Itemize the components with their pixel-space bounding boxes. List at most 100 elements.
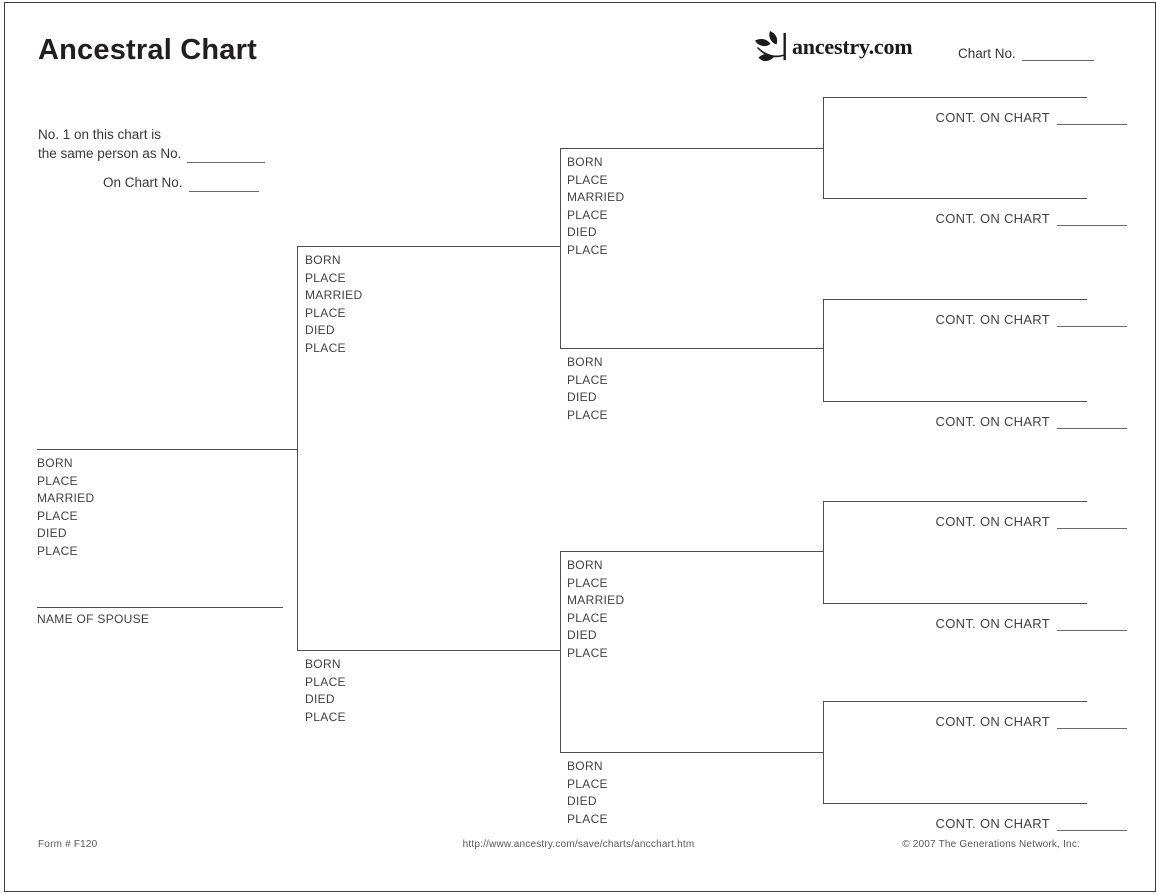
field-label: MARRIED [567,190,625,204]
field-label: PLACE [567,776,608,791]
person-1-line [37,449,297,450]
cont-blank [1057,713,1127,729]
cont-line-5 [823,501,1087,502]
cont-on-chart-7: CONT. ON CHART [936,713,1127,729]
page-border [4,2,1156,892]
field-label: DIED [567,390,597,404]
field-label: DIED [305,323,335,337]
field-label: BORN [305,253,341,267]
cont-on-chart-8: CONT. ON CHART [936,815,1127,831]
cont-blank [1057,413,1127,429]
cont-on-chart-4: CONT. ON CHART [936,413,1127,429]
field-label: DIED [567,628,597,642]
note-line-1: No. 1 on this chart is [38,125,161,144]
field-label: BORN [37,456,73,470]
field-label: PLACE [567,610,608,625]
cont-label: CONT. ON CHART [935,110,1050,125]
chart-no-label: Chart No. [958,46,1016,61]
field-label: PLACE [37,473,78,488]
person-4-line [560,148,823,149]
gen4-bracket-2 [823,299,824,402]
cont-line-7 [823,701,1087,702]
field-label: MARRIED [37,491,95,505]
cont-label: CONT. ON CHART [935,414,1050,429]
cont-line-3 [823,299,1087,300]
footer-form-number: Form # F120 [38,839,98,850]
page-title: Ancestral Chart [38,34,257,66]
cont-blank [1057,109,1127,125]
field-label: MARRIED [305,288,363,302]
person-7-fields: BORN PLACE DIED PLACE [567,758,608,828]
note-line-2: the same person as No. [38,144,266,163]
field-label: PLACE [567,207,608,222]
note-line-1-text: No. 1 on this chart is [38,127,162,142]
cont-blank [1057,210,1127,226]
cont-label: CONT. ON CHART [935,312,1050,327]
cont-label: CONT. ON CHART [935,211,1050,226]
person-5-fields: BORN PLACE DIED PLACE [567,354,608,424]
cont-on-chart-2: CONT. ON CHART [936,210,1127,226]
cont-line-6 [823,603,1087,604]
field-label: PLACE [567,172,608,187]
gen3-top-bracket [560,148,561,349]
cont-on-chart-6: CONT. ON CHART [936,615,1127,631]
cont-label: CONT. ON CHART [935,514,1050,529]
field-label: BORN [567,558,603,572]
field-label: PLACE [37,543,78,558]
gen4-bracket-1 [823,97,824,199]
field-label: PLACE [305,709,346,724]
gen4-bracket-3 [823,501,824,604]
spouse-label: NAME OF SPOUSE [37,612,150,626]
gen3-bottom-bracket [560,551,561,753]
cont-label: CONT. ON CHART [935,616,1050,631]
field-label: PLACE [567,372,608,387]
cont-on-chart-3: CONT. ON CHART [936,311,1127,327]
cont-on-chart-1: CONT. ON CHART [936,109,1127,125]
person-7-line [560,752,823,753]
person-2-line [297,246,560,247]
field-label: DIED [567,225,597,239]
cont-label: CONT. ON CHART [935,816,1050,831]
field-label: MARRIED [567,593,625,607]
cont-on-chart-5: CONT. ON CHART [936,513,1127,529]
gen4-bracket-4 [823,701,824,804]
cont-blank [1057,615,1127,631]
ancestry-leaf-icon [755,31,786,62]
field-label: PLACE [305,340,346,355]
on-chart-no-blank [188,177,259,192]
field-label: PLACE [305,674,346,689]
person-1-fields: BORN PLACE MARRIED PLACE DIED PLACE [37,455,94,560]
cont-blank [1057,513,1127,529]
field-label: PLACE [567,575,608,590]
cont-blank [1057,815,1127,831]
ancestry-logo: ancestry.com [753,29,913,64]
chart-no-field: Chart No. [958,46,1094,61]
same-person-no-blank [187,148,266,163]
field-label: BORN [567,355,603,369]
cont-blank [1057,311,1127,327]
field-label: DIED [567,794,597,808]
person-6-fields: BORN PLACE MARRIED PLACE DIED PLACE [567,557,624,662]
person-3-line [297,650,560,651]
cont-line-4 [823,401,1087,402]
footer-url: http://www.ancestry.com/save/charts/ancc… [462,839,695,850]
field-label: PLACE [37,508,78,523]
chart-no-blank [1021,46,1094,61]
field-label: PLACE [305,270,346,285]
cont-line-8 [823,803,1087,804]
field-label: PLACE [305,305,346,320]
field-label: PLACE [567,645,608,660]
field-label: PLACE [567,242,608,257]
spouse-line [37,607,283,608]
cont-label: CONT. ON CHART [935,714,1050,729]
field-label: PLACE [567,407,608,422]
person-6-line [560,551,823,552]
field-label: PLACE [567,811,608,826]
field-label: DIED [37,526,67,540]
field-label: BORN [567,759,603,773]
note-line-2-text: the same person as No. [38,146,182,161]
field-label: BORN [305,657,341,671]
